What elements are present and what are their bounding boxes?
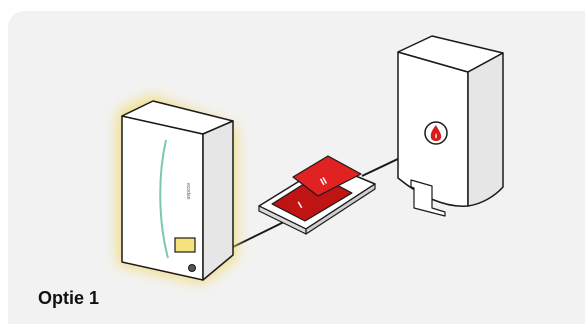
indoor-unit-side bbox=[203, 121, 233, 280]
indoor-unit-knob bbox=[189, 265, 196, 272]
cable-switch-to-boiler bbox=[362, 157, 402, 176]
indoor-unit: ecodan bbox=[118, 96, 236, 283]
indoor-unit-display bbox=[175, 238, 195, 252]
boiler-side bbox=[468, 53, 503, 206]
indoor-unit-brand: ecodan bbox=[185, 183, 191, 200]
boiler bbox=[398, 36, 503, 216]
option-caption: Optie 1 bbox=[38, 289, 99, 307]
rocker-switch: II I bbox=[259, 156, 375, 234]
